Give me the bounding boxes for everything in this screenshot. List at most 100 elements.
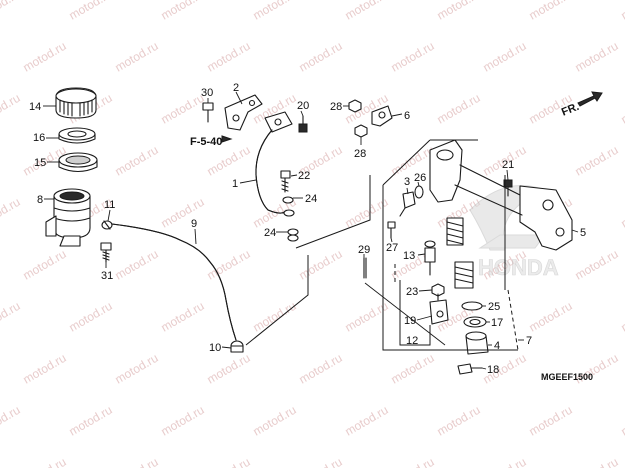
watermark-text: motod.ru [343, 403, 391, 439]
oil-bolt-22 [280, 170, 291, 193]
hose-bracket [224, 94, 293, 133]
watermark-text: motod.ru [0, 91, 23, 127]
watermark-text: motod.ru [0, 195, 23, 231]
watermark-text: motod.ru [205, 351, 253, 387]
diagram-code: MGEEF1500 [541, 372, 593, 382]
watermark-text: motod.ru [297, 39, 345, 75]
watermark-text: motod.ru [573, 39, 621, 75]
lock-nut-23 [431, 283, 445, 297]
reservoir-hose [111, 223, 237, 341]
hose-clip-10 [230, 340, 244, 353]
watermark-text: motod.ru [67, 0, 115, 23]
leader-lines [43, 91, 579, 370]
hose-clip-11 [101, 220, 113, 230]
watermark-text: motod.ru [297, 351, 345, 387]
bolt-31 [100, 242, 112, 263]
callout-22: 22 [298, 170, 310, 182]
watermark-text: motod.ru [205, 143, 253, 179]
watermark-text: motod.ru [113, 143, 161, 179]
callout-29: 29 [358, 244, 370, 256]
callout-7: 7 [526, 335, 532, 347]
connection-lines [245, 175, 446, 346]
boot-17 [463, 316, 487, 328]
callout-31: 31 [101, 270, 113, 282]
callout-16: 16 [33, 132, 45, 144]
callout-27: 27 [386, 242, 398, 254]
reservoir-diaphragm [58, 152, 98, 173]
callout-11: 11 [104, 199, 115, 211]
watermark-text: motod.ru [435, 403, 483, 439]
callout-6: 6 [404, 110, 410, 122]
bolt-30 [202, 102, 214, 123]
watermark-text: motod.ru [159, 299, 207, 335]
watermark-text: motod.ru [113, 39, 161, 75]
watermark-text: motod.ru [113, 455, 161, 468]
callout-21: 21 [502, 159, 514, 171]
watermark-text: motod.ru [343, 0, 391, 23]
callout-25: 25 [488, 301, 500, 313]
watermark-text: motod.ru [481, 455, 529, 468]
watermark-text: motod.ru [21, 351, 69, 387]
reference-arrow [221, 135, 233, 143]
watermark-text: motod.ru [389, 39, 437, 75]
callout-5: 5 [580, 227, 586, 239]
watermark-text: motod.ru [21, 247, 69, 283]
hose-joint-3 [399, 191, 416, 217]
callout-20: 20 [297, 100, 309, 112]
callout-3: 3 [404, 176, 410, 188]
circlip-25 [461, 301, 483, 311]
group-frame-12 [394, 264, 431, 346]
callout-24a: 24 [305, 193, 317, 205]
master-cylinder-body [429, 139, 573, 251]
watermark-text: motod.ru [435, 0, 483, 23]
watermark-text: motod.ru [251, 299, 299, 335]
watermark-text: motod.ru [205, 455, 253, 468]
boot-4 [465, 331, 489, 355]
callout-9: 9 [191, 218, 197, 230]
watermark-text: motod.ru [0, 299, 23, 335]
watermark-text: motod.ru [205, 39, 253, 75]
watermark-text: motod.ru [619, 403, 625, 439]
watermark-text: motod.ru [435, 91, 483, 127]
watermark-text: motod.ru [619, 91, 625, 127]
honda-logo: HONDA [469, 185, 559, 280]
bolt-20 [298, 115, 308, 133]
watermark-text: motod.ru [527, 403, 575, 439]
callout-labels: 14 16 15 8 11 31 9 10 2 30 20 1 22 24 24… [29, 82, 586, 376]
watermark-text: motod.ru [251, 0, 299, 23]
watermark-text: motod.ru [573, 247, 621, 283]
callout-24b: 24 [264, 227, 276, 239]
honda-logo-text: HONDA [478, 255, 559, 280]
sealing-washer-24a [282, 196, 295, 217]
callout-23: 23 [406, 286, 418, 298]
watermark-text: motod.ru [159, 403, 207, 439]
reservoir-cap [55, 87, 97, 119]
sealing-washer-24b [287, 228, 299, 242]
watermark-text: motod.ru [159, 91, 207, 127]
reference-label: F-5-40 [190, 136, 222, 148]
nut-28a [348, 99, 362, 113]
watermark-text: motod.ru [619, 299, 625, 335]
watermark-text: motod.ru [251, 403, 299, 439]
watermark-text: motod.ru [0, 403, 23, 439]
nut-28b [354, 124, 368, 138]
callout-8: 8 [37, 194, 43, 206]
rod-joint [371, 105, 393, 127]
watermark-text: motod.ru [0, 0, 23, 23]
cotter-pin-29 [363, 257, 367, 279]
watermark-text: motod.ru [297, 455, 345, 468]
reservoir-tank [45, 188, 91, 247]
callout-26: 26 [414, 172, 426, 184]
callout-19: 19 [404, 315, 416, 327]
watermark-text: motod.ru [527, 0, 575, 23]
o-ring-26 [414, 185, 424, 199]
piston-spring [446, 217, 474, 289]
reservoir-plate [58, 127, 96, 144]
bolt-21 [503, 179, 513, 197]
watermark-text: motod.ru [21, 39, 69, 75]
callout-17: 17 [491, 317, 503, 329]
watermark-text: motod.ru [527, 299, 575, 335]
watermark-text: motod.ru [389, 351, 437, 387]
